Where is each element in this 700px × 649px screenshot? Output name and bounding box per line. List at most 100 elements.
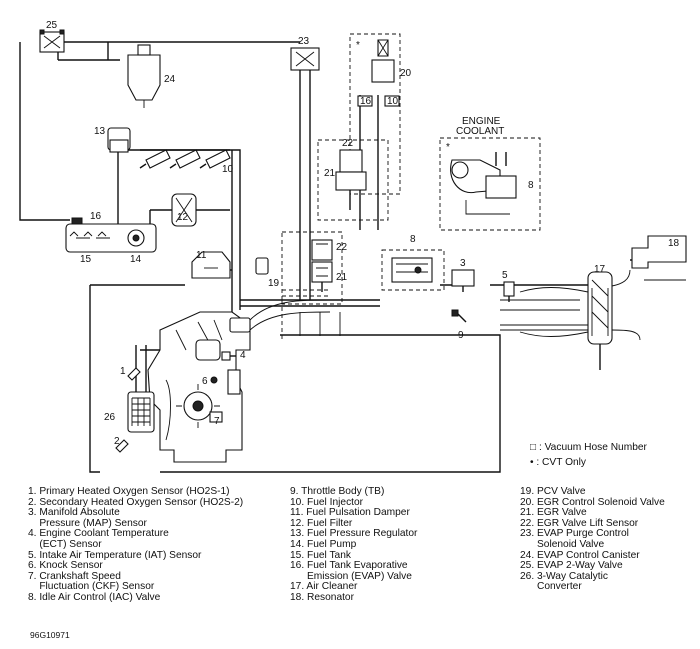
callout-16: 16: [90, 211, 102, 222]
legend-item: 20. EGR Control Solenoid Valve: [520, 496, 665, 508]
legend-item: 21. EGR Valve: [520, 507, 587, 519]
fuel-pulsation-damper: [191, 251, 231, 279]
callout-labels: 25 24 23 13 10 16 12 15 14 11 19 22 21 2…: [46, 20, 680, 447]
evap-canister: [127, 44, 161, 108]
primary-oxygen-sensor: [127, 367, 141, 381]
fuel-pressure-regulator: [107, 127, 131, 153]
legend-item: 18. Resonator: [290, 591, 354, 603]
legend-column-1: 1. Primary Heated Oxygen Sensor (HO2S-1)…: [28, 486, 244, 604]
legend-item: 9. Throttle Body (TB): [290, 486, 385, 497]
egr-valve-lower: [281, 231, 343, 305]
legend-item: 12. Fuel Filter: [290, 517, 353, 529]
legend-item: 2. Secondary Heated Oxygen Sensor (HO2S-…: [28, 496, 244, 508]
legend-item: Emission (EVAP) Valve: [290, 570, 412, 582]
callout-5: 5: [502, 270, 508, 281]
engine-coolant-label-1: ENGINE: [462, 116, 501, 127]
callout-9: 9: [458, 330, 464, 341]
legend-item: 22. EGR Valve Lift Sensor: [520, 517, 639, 529]
hose-lines: [19, 41, 680, 473]
callout-3: 3: [460, 258, 466, 269]
map-sensor: [451, 269, 475, 292]
legend-item: 16. Fuel Tank Evaporative: [290, 560, 408, 572]
legend-item: 14. Fuel Pump: [290, 538, 357, 550]
callout-15: 15: [80, 254, 92, 265]
evap-purge-solenoid: [290, 47, 320, 71]
egr-inset-upper: [317, 33, 401, 221]
callout-25: 25: [46, 20, 58, 31]
key-cvt-only: • : CVT Only: [530, 457, 587, 468]
callout-6: 6: [202, 376, 208, 387]
iac-valve-main: [381, 249, 445, 291]
legend-item: 13. Fuel Pressure Regulator: [290, 528, 418, 540]
legend-item: 3. Manifold Absolute: [28, 507, 120, 519]
callout-22-lower: 22: [336, 242, 348, 253]
callout-17: 17: [594, 264, 606, 275]
legend-item: Solenoid Valve: [520, 538, 605, 550]
fuel-filter: [171, 193, 197, 227]
secondary-oxygen-sensor: [115, 439, 129, 453]
callout-10: 10: [222, 164, 234, 175]
legend-item: 11. Fuel Pulsation Damper: [290, 507, 410, 519]
legend-item: 6. Knock Sensor: [28, 560, 103, 572]
legend-item: 17. Air Cleaner: [290, 581, 358, 593]
legend-item: Fluctuation (CKF) Sensor: [28, 581, 155, 593]
legend-item: 7. Crankshaft Speed: [28, 570, 121, 582]
throttle-body: [451, 309, 467, 323]
cvt-marker-iac: *: [446, 142, 450, 153]
callout-12: 12: [177, 212, 189, 223]
legend-item: Pressure (MAP) Sensor: [28, 517, 147, 529]
callout-18: 18: [668, 238, 680, 249]
legend-item: 5. Intake Air Temperature (IAT) Sensor: [28, 549, 202, 561]
air-cleaner: [519, 269, 641, 345]
callout-8-main: 8: [410, 234, 416, 245]
key-vacuum-hose: □ : Vacuum Hose Number: [530, 442, 647, 453]
resonator: [631, 235, 687, 281]
callout-7: 7: [214, 416, 220, 427]
pcv-valve: [255, 257, 269, 275]
legend-item: 8. Idle Air Control (IAC) Valve: [28, 591, 161, 603]
legend-item: (ECT) Sensor: [28, 538, 102, 550]
legend-column-2: 9. Throttle Body (TB) 10. Fuel Injector …: [290, 486, 418, 604]
callout-24: 24: [164, 74, 176, 85]
callout-21-upper: 21: [324, 168, 336, 179]
callout-20: 20: [400, 68, 412, 79]
legend-item: 26. 3-Way Catalytic: [520, 570, 608, 582]
fuel-tank: [65, 217, 157, 253]
hose-number-10: 10: [387, 96, 399, 107]
ect-sensor: [221, 351, 236, 361]
callout-19: 19: [268, 278, 280, 289]
diagram-key: □ : Vacuum Hose Number • : CVT Only: [530, 440, 647, 470]
fuel-injectors: [139, 149, 231, 169]
callout-14: 14: [130, 254, 142, 265]
callout-21-lower: 21: [336, 272, 348, 283]
catalytic-converter: [127, 391, 155, 433]
callout-23: 23: [298, 36, 310, 47]
iat-sensor: [503, 281, 515, 302]
legend-item: 19. PCV Valve: [520, 486, 586, 497]
cvt-marker-upper: *: [356, 40, 360, 51]
iac-valve-inset: [439, 137, 541, 231]
legend-item: 24. EVAP Control Canister: [520, 549, 640, 561]
figure-code: 96G10971: [30, 630, 70, 640]
callout-4: 4: [240, 350, 246, 361]
legend-item: 10. Fuel Injector: [290, 496, 364, 508]
legend-item: 25. EVAP 2-Way Valve: [520, 560, 623, 572]
callout-2: 2: [114, 436, 120, 447]
legend-item: 15. Fuel Tank: [290, 549, 351, 561]
engine-coolant-label-2: COOLANT: [456, 126, 504, 137]
legend-item: Converter: [520, 581, 582, 593]
knock-sensor: [210, 376, 218, 384]
legend-item: 23. EVAP Purge Control: [520, 528, 629, 540]
callout-1: 1: [120, 366, 126, 377]
legend-item: 1. Primary Heated Oxygen Sensor (HO2S-1): [28, 486, 230, 497]
callout-8-inset: 8: [528, 180, 534, 191]
callout-11: 11: [196, 250, 207, 261]
evap-2way-valve: [39, 29, 65, 53]
callout-13: 13: [94, 126, 106, 137]
system-diagram: 25 24 23 13 10 16 12 15 14 11 19 22 21 2…: [19, 20, 687, 473]
callout-22-upper: 22: [342, 138, 354, 149]
legend-item: 4. Engine Coolant Temperature: [28, 528, 169, 540]
legend-column-3: 19. PCV Valve 20. EGR Control Solenoid V…: [520, 486, 665, 593]
callout-26: 26: [104, 412, 116, 423]
intake-runners: [229, 299, 341, 336]
